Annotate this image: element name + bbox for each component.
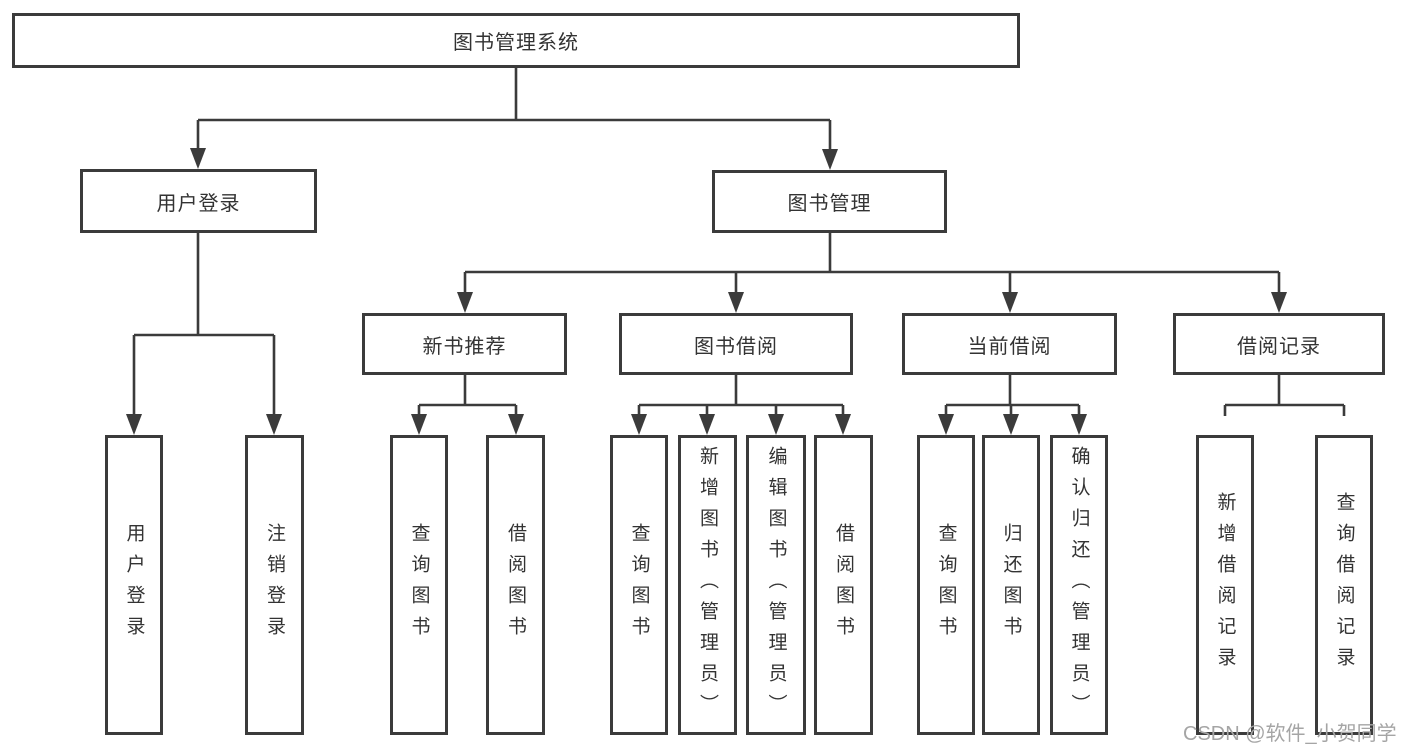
node-add-book-admin-label: 新增图书（管理员） — [697, 445, 718, 725]
node-new-book-recommend: 新书推荐 — [362, 313, 567, 375]
node-current-query-book: 查询图书 — [917, 435, 975, 735]
node-root-label: 图书管理系统 — [453, 32, 579, 54]
node-confirm-return-admin-label: 确认归还（管理员） — [1068, 445, 1090, 725]
node-current-query-book-label: 查询图书 — [935, 523, 957, 647]
node-book-borrowing-label: 图书借阅 — [694, 335, 778, 358]
node-logout-action: 注销登录 — [245, 435, 304, 735]
node-current-borrowing-label: 当前借阅 — [967, 335, 1052, 358]
node-new-book-recommend-label: 新书推荐 — [422, 335, 507, 358]
node-query-borrow-record: 查询借阅记录 — [1315, 435, 1373, 735]
node-add-borrow-record-label: 新增借阅记录 — [1214, 492, 1236, 678]
arrowheads — [126, 148, 1287, 435]
node-current-borrowing: 当前借阅 — [902, 313, 1117, 375]
node-borrowing-borrow-book-label: 借阅图书 — [833, 523, 854, 647]
node-borrowing-records-label: 借阅记录 — [1237, 335, 1321, 358]
node-user-login: 用户登录 — [80, 169, 317, 233]
node-edit-book-admin: 编辑图书（管理员） — [746, 435, 806, 735]
node-add-borrow-record: 新增借阅记录 — [1196, 435, 1254, 735]
node-return-book: 归还图书 — [982, 435, 1040, 735]
node-book-management-label: 图书管理 — [787, 193, 872, 215]
node-add-book-admin: 新增图书（管理员） — [678, 435, 737, 735]
node-borrowing-borrow-book: 借阅图书 — [814, 435, 873, 735]
node-user-login-label: 用户登录 — [156, 192, 241, 215]
node-recommend-borrow-book: 借阅图书 — [486, 435, 545, 735]
node-recommend-borrow-book-label: 借阅图书 — [505, 523, 526, 647]
node-confirm-return-admin: 确认归还（管理员） — [1050, 435, 1108, 735]
node-root: 图书管理系统 — [12, 13, 1020, 68]
node-borrowing-records: 借阅记录 — [1173, 313, 1385, 375]
node-borrowing-query-book: 查询图书 — [610, 435, 668, 735]
node-recommend-query-book-label: 查询图书 — [408, 523, 430, 647]
node-borrowing-query-book-label: 查询图书 — [628, 523, 650, 647]
node-user-login-action-label: 用户登录 — [123, 523, 145, 647]
node-recommend-query-book: 查询图书 — [390, 435, 448, 735]
watermark: CSDN @软件_小贺同学 — [1183, 723, 1397, 745]
node-edit-book-admin-label: 编辑图书（管理员） — [765, 445, 787, 725]
node-book-management: 图书管理 — [712, 170, 947, 233]
node-book-borrowing: 图书借阅 — [619, 313, 853, 375]
node-logout-action-label: 注销登录 — [264, 523, 285, 647]
node-return-book-label: 归还图书 — [1000, 523, 1022, 647]
node-query-borrow-record-label: 查询借阅记录 — [1333, 492, 1355, 678]
node-user-login-action: 用户登录 — [105, 435, 163, 735]
connector-paths — [132, 68, 1346, 416]
